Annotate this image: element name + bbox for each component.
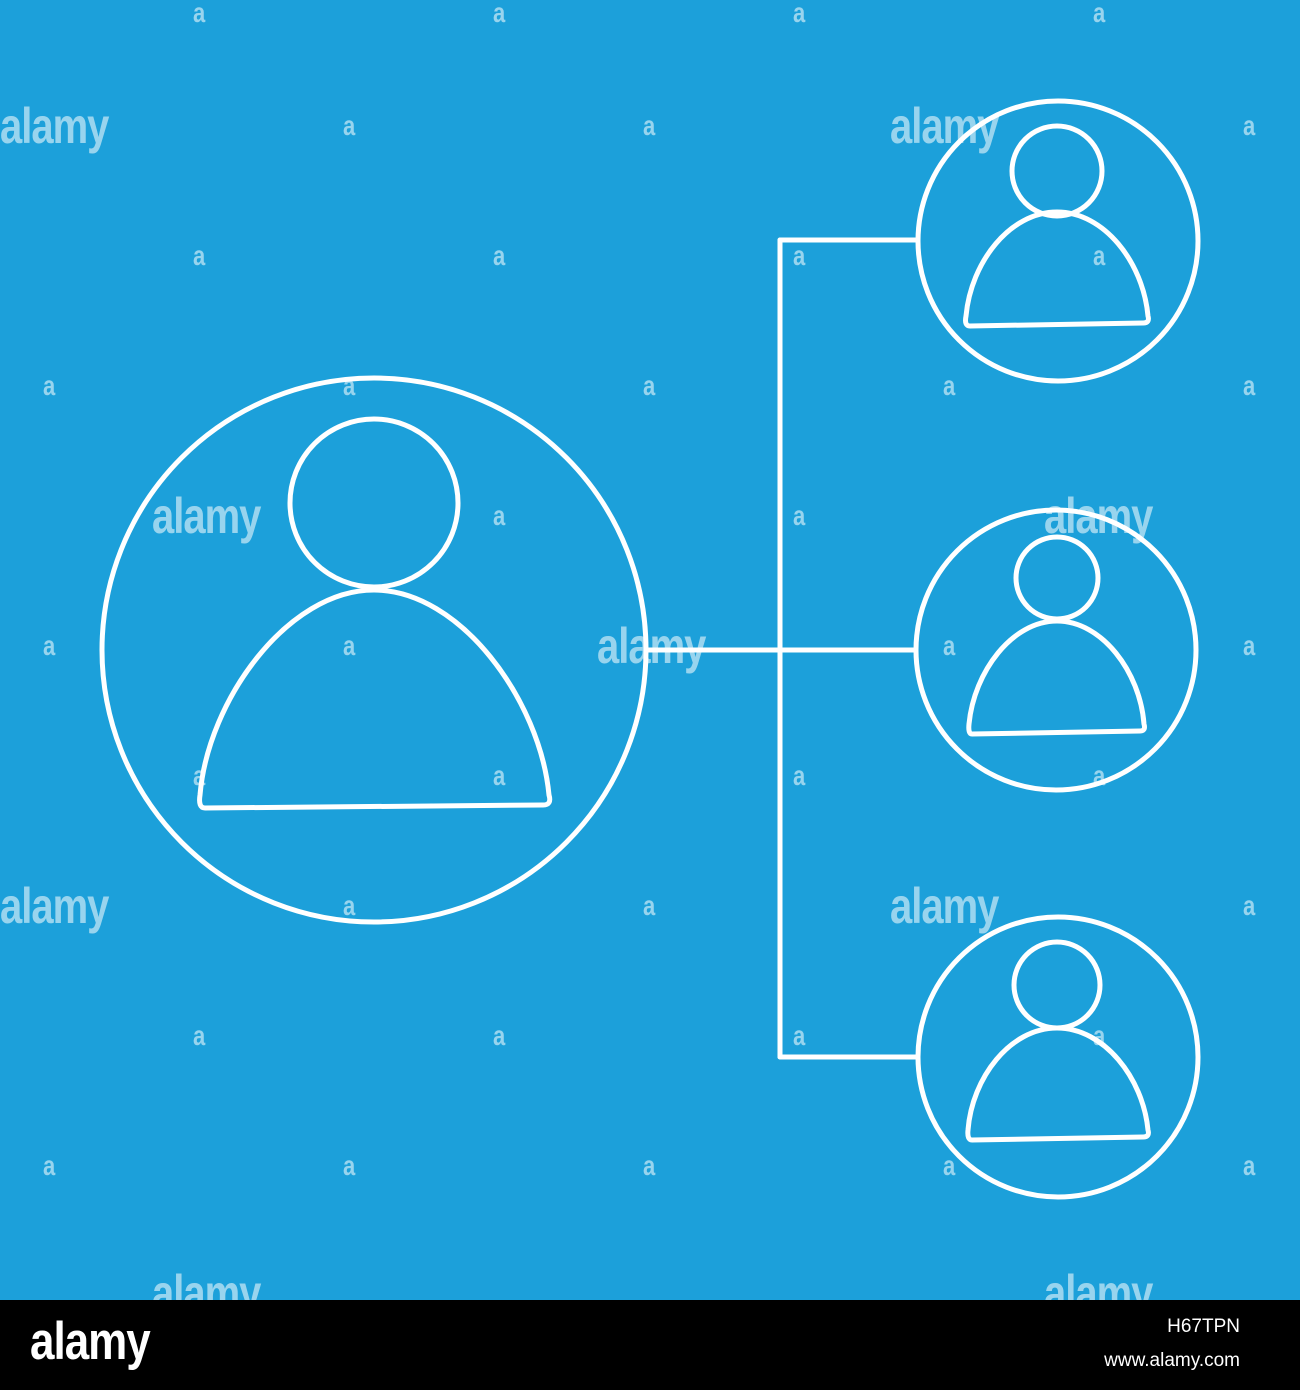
watermark-letter: a	[1243, 109, 1255, 141]
alamy-logo: alamy	[30, 1312, 151, 1371]
watermark-letter: a	[43, 1149, 55, 1181]
watermark-letter: a	[193, 239, 205, 271]
watermark-text: alamy	[152, 1266, 261, 1300]
hierarchy-diagram	[99, 98, 1201, 1200]
watermark-text: alamy	[597, 619, 706, 675]
watermark-letter: a	[793, 759, 805, 791]
user-icon	[197, 416, 553, 811]
watermark-letter: a	[1093, 239, 1105, 271]
watermark-text: alamy	[1044, 1266, 1153, 1300]
watermark-text: alamy	[152, 489, 261, 545]
watermark-letter: a	[493, 1019, 505, 1051]
watermark-letter: a	[1243, 369, 1255, 401]
site-url[interactable]: www.alamy.com	[1104, 1350, 1240, 1371]
node-child-top	[915, 98, 1201, 384]
watermark-letter: a	[193, 759, 205, 791]
watermark-letter: a	[493, 759, 505, 791]
watermark-letter: a	[193, 0, 205, 28]
watermark-text: alamy	[890, 99, 999, 155]
footer-bar: alamy H67TPN www.alamy.com	[0, 1300, 1300, 1390]
watermark-letter: a	[43, 629, 55, 661]
watermark-letter: a	[643, 369, 655, 401]
watermark-letter: a	[643, 109, 655, 141]
node-child-middle-circle	[913, 507, 1199, 793]
watermark-letter: a	[793, 239, 805, 271]
watermark-letter: a	[793, 499, 805, 531]
watermark-text: alamy	[1044, 489, 1153, 545]
watermark-letter: a	[643, 889, 655, 921]
watermark-letter: a	[343, 1149, 355, 1181]
watermark-letter: a	[793, 0, 805, 28]
watermark-letter: a	[793, 1019, 805, 1051]
watermark-letter: a	[493, 499, 505, 531]
node-child-top-circle	[915, 98, 1201, 384]
node-root-circle	[99, 375, 649, 925]
watermark-letter: a	[343, 889, 355, 921]
watermark-letter: a	[493, 0, 505, 28]
watermark-letter: a	[1243, 629, 1255, 661]
watermark-text: alamy	[0, 879, 109, 935]
watermark-letter: a	[343, 369, 355, 401]
diagram-canvas: alamy alamy alamy alamy alamy alamy alam…	[0, 0, 1300, 1300]
image-id: H67TPN	[1167, 1316, 1240, 1337]
watermark-letter: a	[343, 629, 355, 661]
watermark-letter: a	[1093, 1019, 1105, 1051]
node-child-middle	[913, 507, 1199, 793]
watermark-letter: a	[943, 369, 955, 401]
watermark-letter: a	[1243, 1149, 1255, 1181]
watermark-text: alamy	[890, 879, 999, 935]
watermark-letter: a	[943, 1149, 955, 1181]
user-icon	[965, 939, 1151, 1143]
watermark-letter: a	[343, 109, 355, 141]
watermark-letter: a	[1243, 889, 1255, 921]
node-child-bottom-circle	[915, 914, 1201, 1200]
watermark-letter: a	[1093, 759, 1105, 791]
watermark-letter: a	[493, 239, 505, 271]
watermark-letter: a	[43, 369, 55, 401]
watermark-letter: a	[1093, 0, 1105, 28]
user-icon	[966, 534, 1147, 737]
watermark-letter: a	[943, 629, 955, 661]
watermark-letter: a	[643, 1149, 655, 1181]
node-child-bottom	[915, 914, 1201, 1200]
user-icon	[963, 123, 1151, 329]
node-root	[99, 375, 649, 925]
watermark-text: alamy	[0, 99, 109, 155]
watermark-letter: a	[193, 1019, 205, 1051]
